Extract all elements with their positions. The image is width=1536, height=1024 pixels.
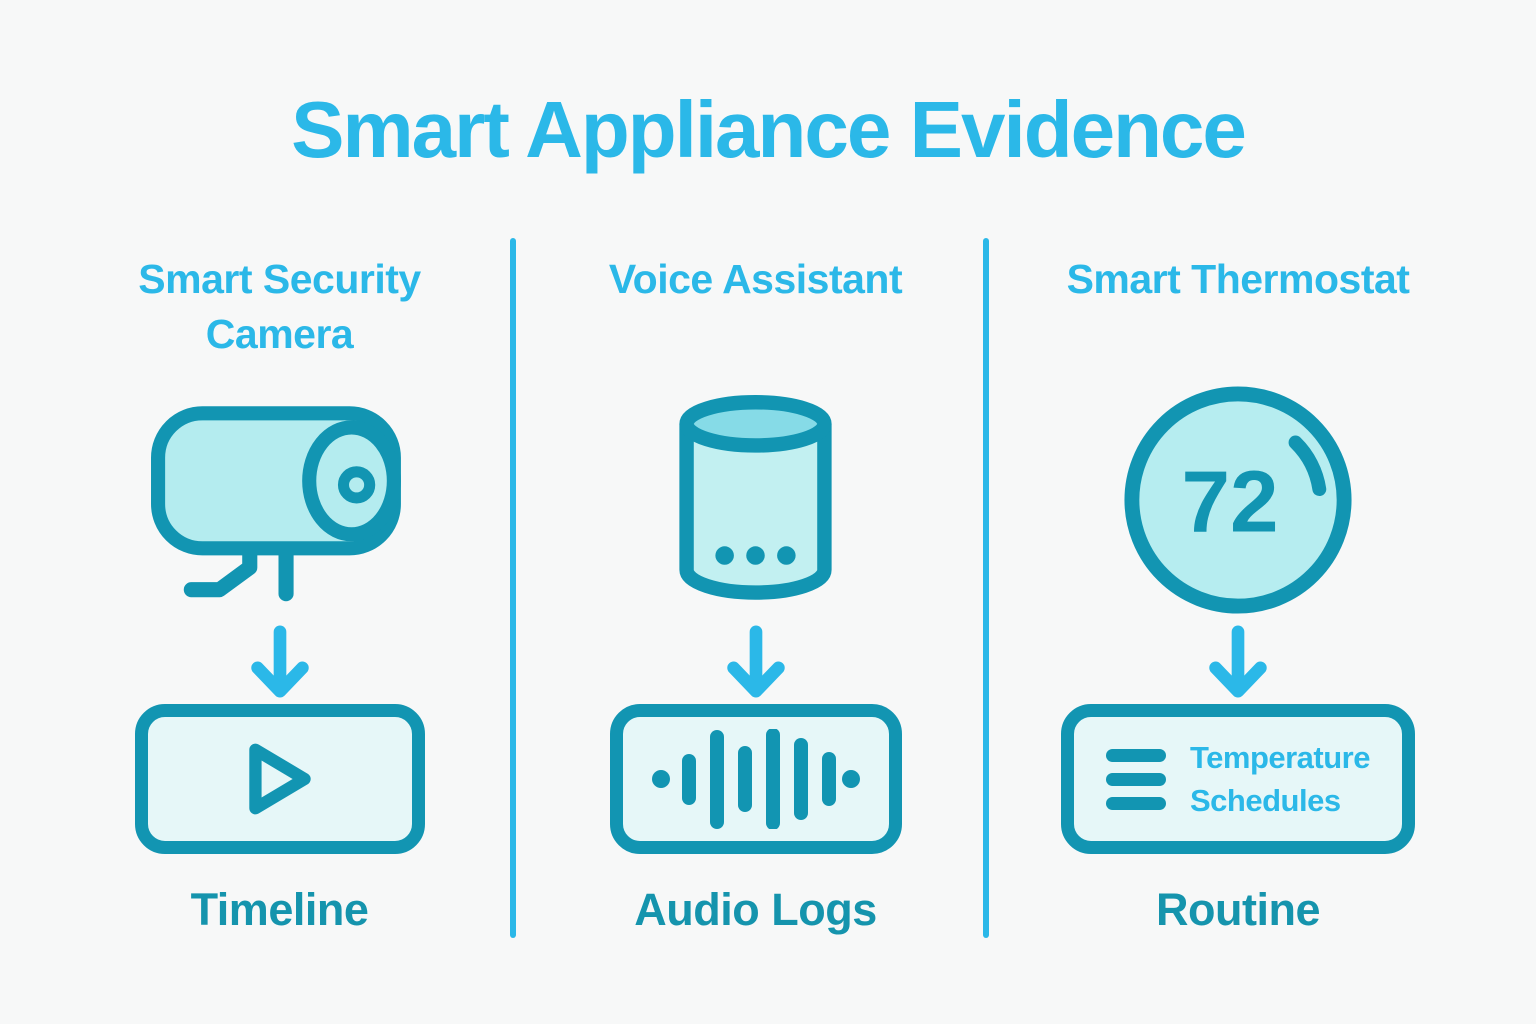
thermostat-temperature: 72	[1182, 454, 1279, 551]
column-smart-thermostat: Smart Thermostat 72 Temperature Sche	[986, 252, 1536, 936]
down-arrow-icon	[720, 620, 792, 704]
security-camera-icon	[149, 382, 411, 620]
smart-speaker-icon	[679, 395, 832, 600]
column-label: Timeline	[190, 884, 369, 935]
column-label: Routine	[1156, 884, 1320, 935]
thermostat-icon: 72	[1119, 382, 1357, 620]
page-title: Smart Appliance Evidence	[291, 85, 1247, 174]
column-security-camera: Smart Security Camera Timeline	[0, 252, 513, 936]
column-divider	[983, 238, 989, 938]
audio-logs-box	[609, 704, 902, 854]
column-voice-assistant: Voice Assistant	[513, 252, 986, 936]
down-arrow-icon	[1202, 620, 1274, 704]
down-arrow-icon	[1209, 625, 1267, 698]
smart-speaker-icon	[678, 382, 833, 620]
columns-container: Smart Security Camera Timeline Voi	[0, 252, 1536, 936]
down-arrow-icon	[250, 625, 309, 698]
schedule-list-icon	[1106, 748, 1166, 810]
down-arrow-icon	[726, 625, 785, 698]
thermostat-icon: 72	[1124, 386, 1352, 614]
routine-box-line1: Temperature	[1190, 739, 1371, 775]
security-camera-icon	[150, 406, 401, 602]
column-header: Smart Security Camera	[138, 256, 421, 358]
column-header: Voice Assistant	[608, 256, 903, 302]
routine-box: Temperature Schedules	[1061, 704, 1415, 854]
routine-box-text: Temperature Schedules	[1190, 736, 1371, 823]
column-label: Audio Logs	[634, 884, 877, 935]
timeline-box	[134, 704, 425, 854]
audio-waveform-icon	[651, 729, 860, 829]
routine-box-line2: Schedules	[1190, 783, 1341, 818]
play-icon	[248, 743, 311, 815]
column-header: Smart Thermostat	[1066, 256, 1410, 302]
column-divider	[510, 238, 516, 938]
down-arrow-icon	[244, 620, 316, 704]
